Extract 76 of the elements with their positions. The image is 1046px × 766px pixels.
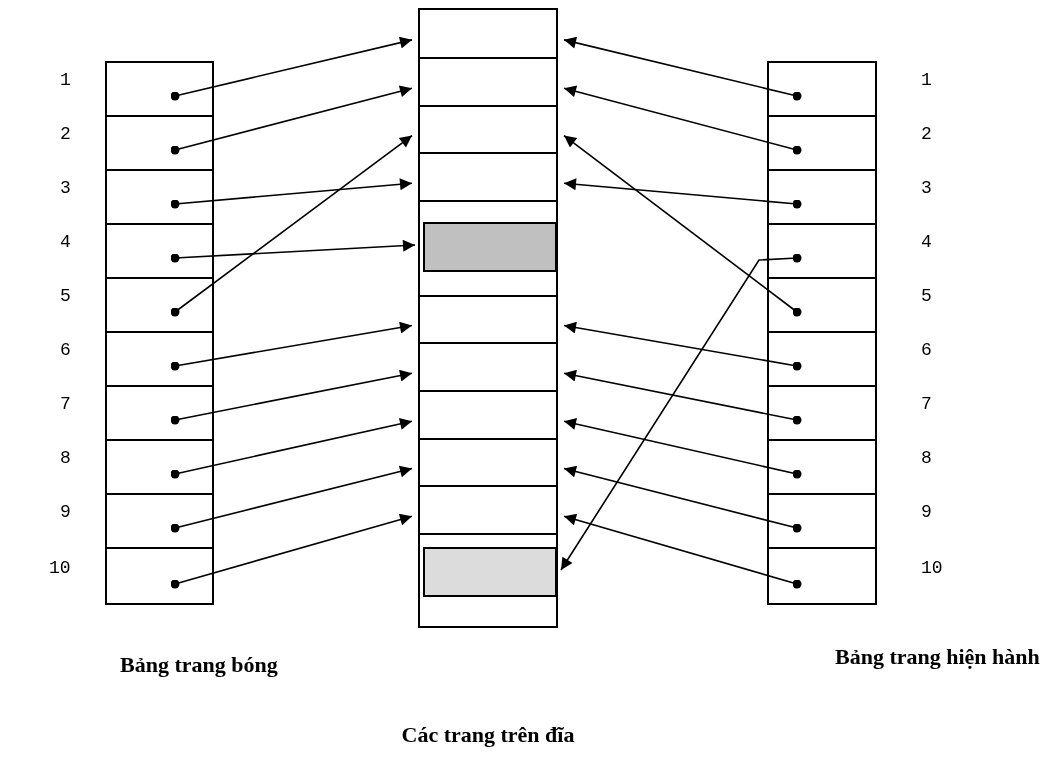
row-number: 6	[60, 340, 71, 360]
page-table-row	[105, 439, 214, 495]
disk-page-cell	[418, 438, 558, 487]
page-table-row	[767, 277, 877, 333]
new-page-cell	[423, 222, 557, 272]
pointer-arrow	[563, 418, 802, 479]
row-number: 8	[921, 448, 932, 468]
row-number: 7	[921, 394, 932, 414]
pointer-arrow	[563, 178, 802, 209]
row-number: 8	[60, 448, 71, 468]
pointer-arrow	[563, 369, 802, 425]
pointer-arrow	[170, 369, 413, 425]
page-table-row	[767, 61, 877, 117]
page-table-row	[767, 547, 877, 605]
pointer-arrow	[563, 36, 802, 101]
row-number: 1	[921, 70, 932, 90]
page-table-row	[105, 331, 214, 387]
row-number: 6	[921, 340, 932, 360]
page-table-row	[767, 115, 877, 171]
page-table-row	[767, 223, 877, 279]
pointer-arrow	[170, 36, 413, 101]
row-number: 10	[49, 558, 71, 578]
pointer-arrow	[170, 178, 413, 209]
row-number: 2	[60, 124, 71, 144]
pointer-arrow	[563, 321, 802, 371]
row-number: 9	[921, 502, 932, 522]
page-table-row	[105, 223, 214, 279]
row-number: 4	[60, 232, 71, 252]
pointer-arrow	[170, 321, 413, 371]
pointer-arrow	[563, 465, 802, 533]
disk-page-cell	[418, 152, 558, 202]
pointer-arrow	[563, 85, 802, 155]
row-number: 5	[921, 286, 932, 306]
pointer-arrow	[170, 239, 416, 263]
pointer-arrow	[170, 134, 413, 317]
disk-page-cell	[418, 390, 558, 440]
row-number: 5	[60, 286, 71, 306]
disk-page-cell	[418, 8, 558, 59]
pointer-arrow	[170, 85, 413, 155]
pointer-arrow	[170, 417, 413, 479]
pointer-arrow	[563, 134, 802, 317]
pointer-arrow	[170, 513, 413, 589]
page-table-row	[105, 493, 214, 549]
pointer-arrow	[560, 253, 802, 571]
disk-page-cell	[418, 533, 558, 628]
page-table-row	[767, 493, 877, 549]
page-table-row	[105, 61, 214, 117]
page-table-row	[105, 385, 214, 441]
table-caption: Bảng trang bóng	[120, 652, 278, 678]
disk-page-cell	[418, 342, 558, 392]
disk-page-cell	[418, 200, 558, 297]
page-table-row	[767, 331, 877, 387]
page-table-row	[105, 277, 214, 333]
row-number: 4	[921, 232, 932, 252]
table-caption: Bảng trang hiện hành	[835, 644, 1040, 670]
row-number: 7	[60, 394, 71, 414]
page-table-row	[105, 115, 214, 171]
page-table-row	[767, 169, 877, 225]
row-number: 1	[60, 70, 71, 90]
page-table-row	[105, 169, 214, 225]
disk-page-cell	[418, 295, 558, 344]
page-table-row	[767, 439, 877, 495]
row-number: 3	[921, 178, 932, 198]
page-table-row	[767, 385, 877, 441]
disk-page-cell	[418, 57, 558, 107]
row-number: 2	[921, 124, 932, 144]
row-number: 9	[60, 502, 71, 522]
disk-page-cell	[418, 485, 558, 535]
pointer-arrow	[170, 465, 413, 533]
page-table-row	[105, 547, 214, 605]
table-caption: Các trang trên đĩa	[401, 722, 575, 748]
row-number: 3	[60, 178, 71, 198]
row-number: 10	[921, 558, 943, 578]
disk-page-cell	[418, 105, 558, 154]
pointer-arrow	[563, 513, 802, 589]
new-page-cell	[423, 547, 557, 597]
